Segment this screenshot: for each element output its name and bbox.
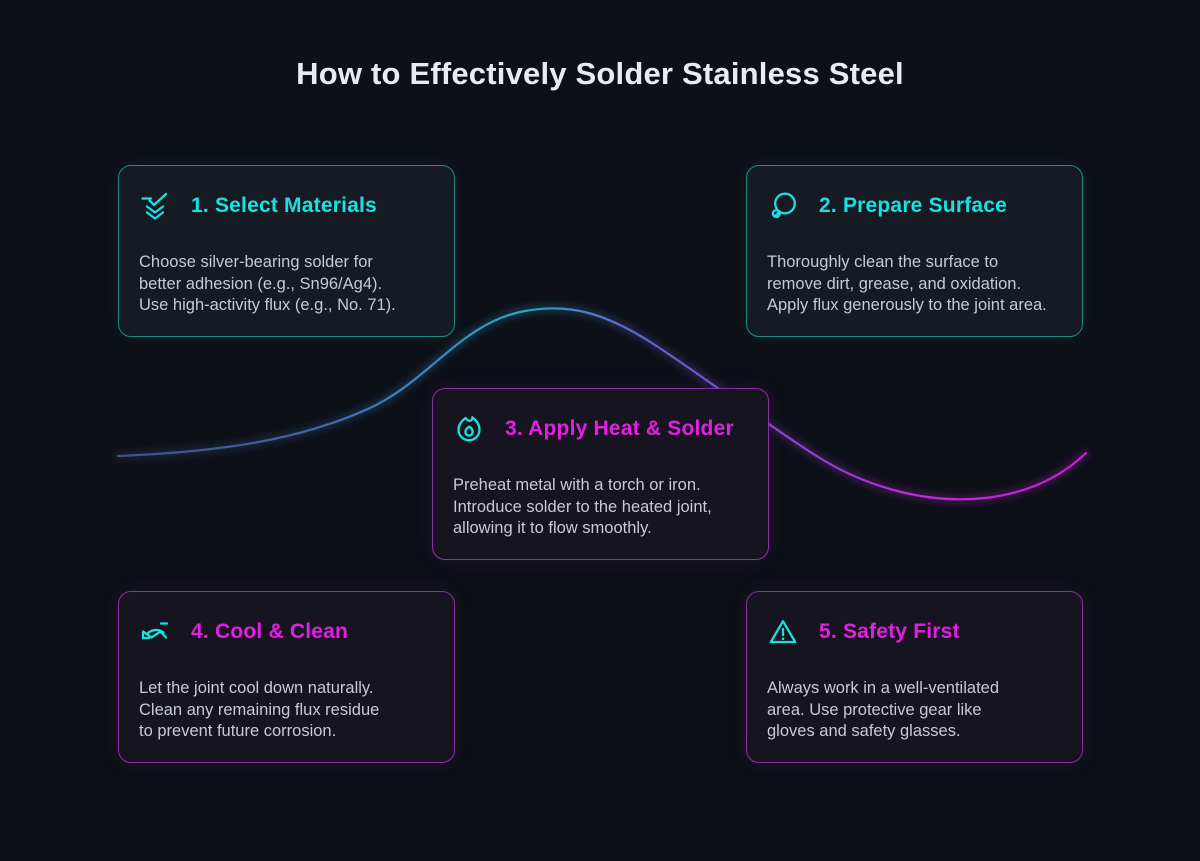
step-heading: 4. Cool & Clean <box>191 620 349 643</box>
card-header: 1. Select Materials <box>139 188 436 224</box>
step-card-safety-first: 5. Safety First Always work in a well-ve… <box>746 591 1083 763</box>
card-header: 5. Safety First <box>767 614 1064 650</box>
step-card-prepare-surface: 2. Prepare Surface Thoroughly clean the … <box>746 165 1083 337</box>
oil-clean-icon <box>139 616 171 648</box>
body-line: Let the joint cool down naturally. <box>139 679 374 697</box>
checks-stack-icon <box>139 190 171 222</box>
step-card-select-materials: 1. Select Materials Choose silver-bearin… <box>118 165 455 337</box>
body-line: Apply flux generously to the joint area. <box>767 296 1047 314</box>
step-heading: 2. Prepare Surface <box>819 194 1008 217</box>
body-line: Introduce solder to the heated joint, <box>453 497 712 516</box>
step-heading: 1. Select Materials <box>191 194 377 217</box>
warning-triangle-icon <box>767 616 799 648</box>
step-body: Preheat metal with a torch or iron. Intr… <box>453 475 750 540</box>
step-body: Let the joint cool down naturally. Clean… <box>139 678 436 743</box>
page-title: How to Effectively Solder Stainless Stee… <box>296 56 904 91</box>
body-line: remove dirt, grease, and oxidation. <box>767 274 1022 293</box>
body-line: Always work in a well-ventilated <box>767 679 1000 697</box>
card-header: 4. Cool & Clean <box>139 614 436 650</box>
body-line: Preheat metal with a torch or iron. <box>453 476 701 494</box>
step-card-cool-clean: 4. Cool & Clean Let the joint cool down … <box>118 591 455 763</box>
body-line: to prevent future corrosion. <box>139 722 337 740</box>
step-heading: 5. Safety First <box>819 620 960 643</box>
step-heading: 3. Apply Heat & Solder <box>505 417 734 440</box>
card-header: 3. Apply Heat & Solder <box>453 411 750 447</box>
step-body: Always work in a well-ventilated area. U… <box>767 678 1064 743</box>
body-line: Choose silver-bearing solder for <box>139 253 373 271</box>
step-body: Choose silver-bearing solder for better … <box>139 252 436 317</box>
body-line: better adhesion (e.g., Sn96/Ag4). <box>139 274 383 293</box>
body-line: allowing it to flow smoothly. <box>453 519 652 537</box>
body-line: Clean any remaining flux residue <box>139 700 380 719</box>
body-line: gloves and safety glasses. <box>767 722 961 740</box>
card-header: 2. Prepare Surface <box>767 188 1064 224</box>
body-line: Thoroughly clean the surface to <box>767 253 999 271</box>
flame-icon <box>453 413 485 445</box>
step-body: Thoroughly clean the surface to remove d… <box>767 252 1064 317</box>
body-line: area. Use protective gear like <box>767 700 982 719</box>
step-card-apply-heat: 3. Apply Heat & Solder Preheat metal wit… <box>432 388 769 560</box>
lasso-clean-icon <box>767 190 799 222</box>
body-line: Use high-activity flux (e.g., No. 71). <box>139 296 396 314</box>
